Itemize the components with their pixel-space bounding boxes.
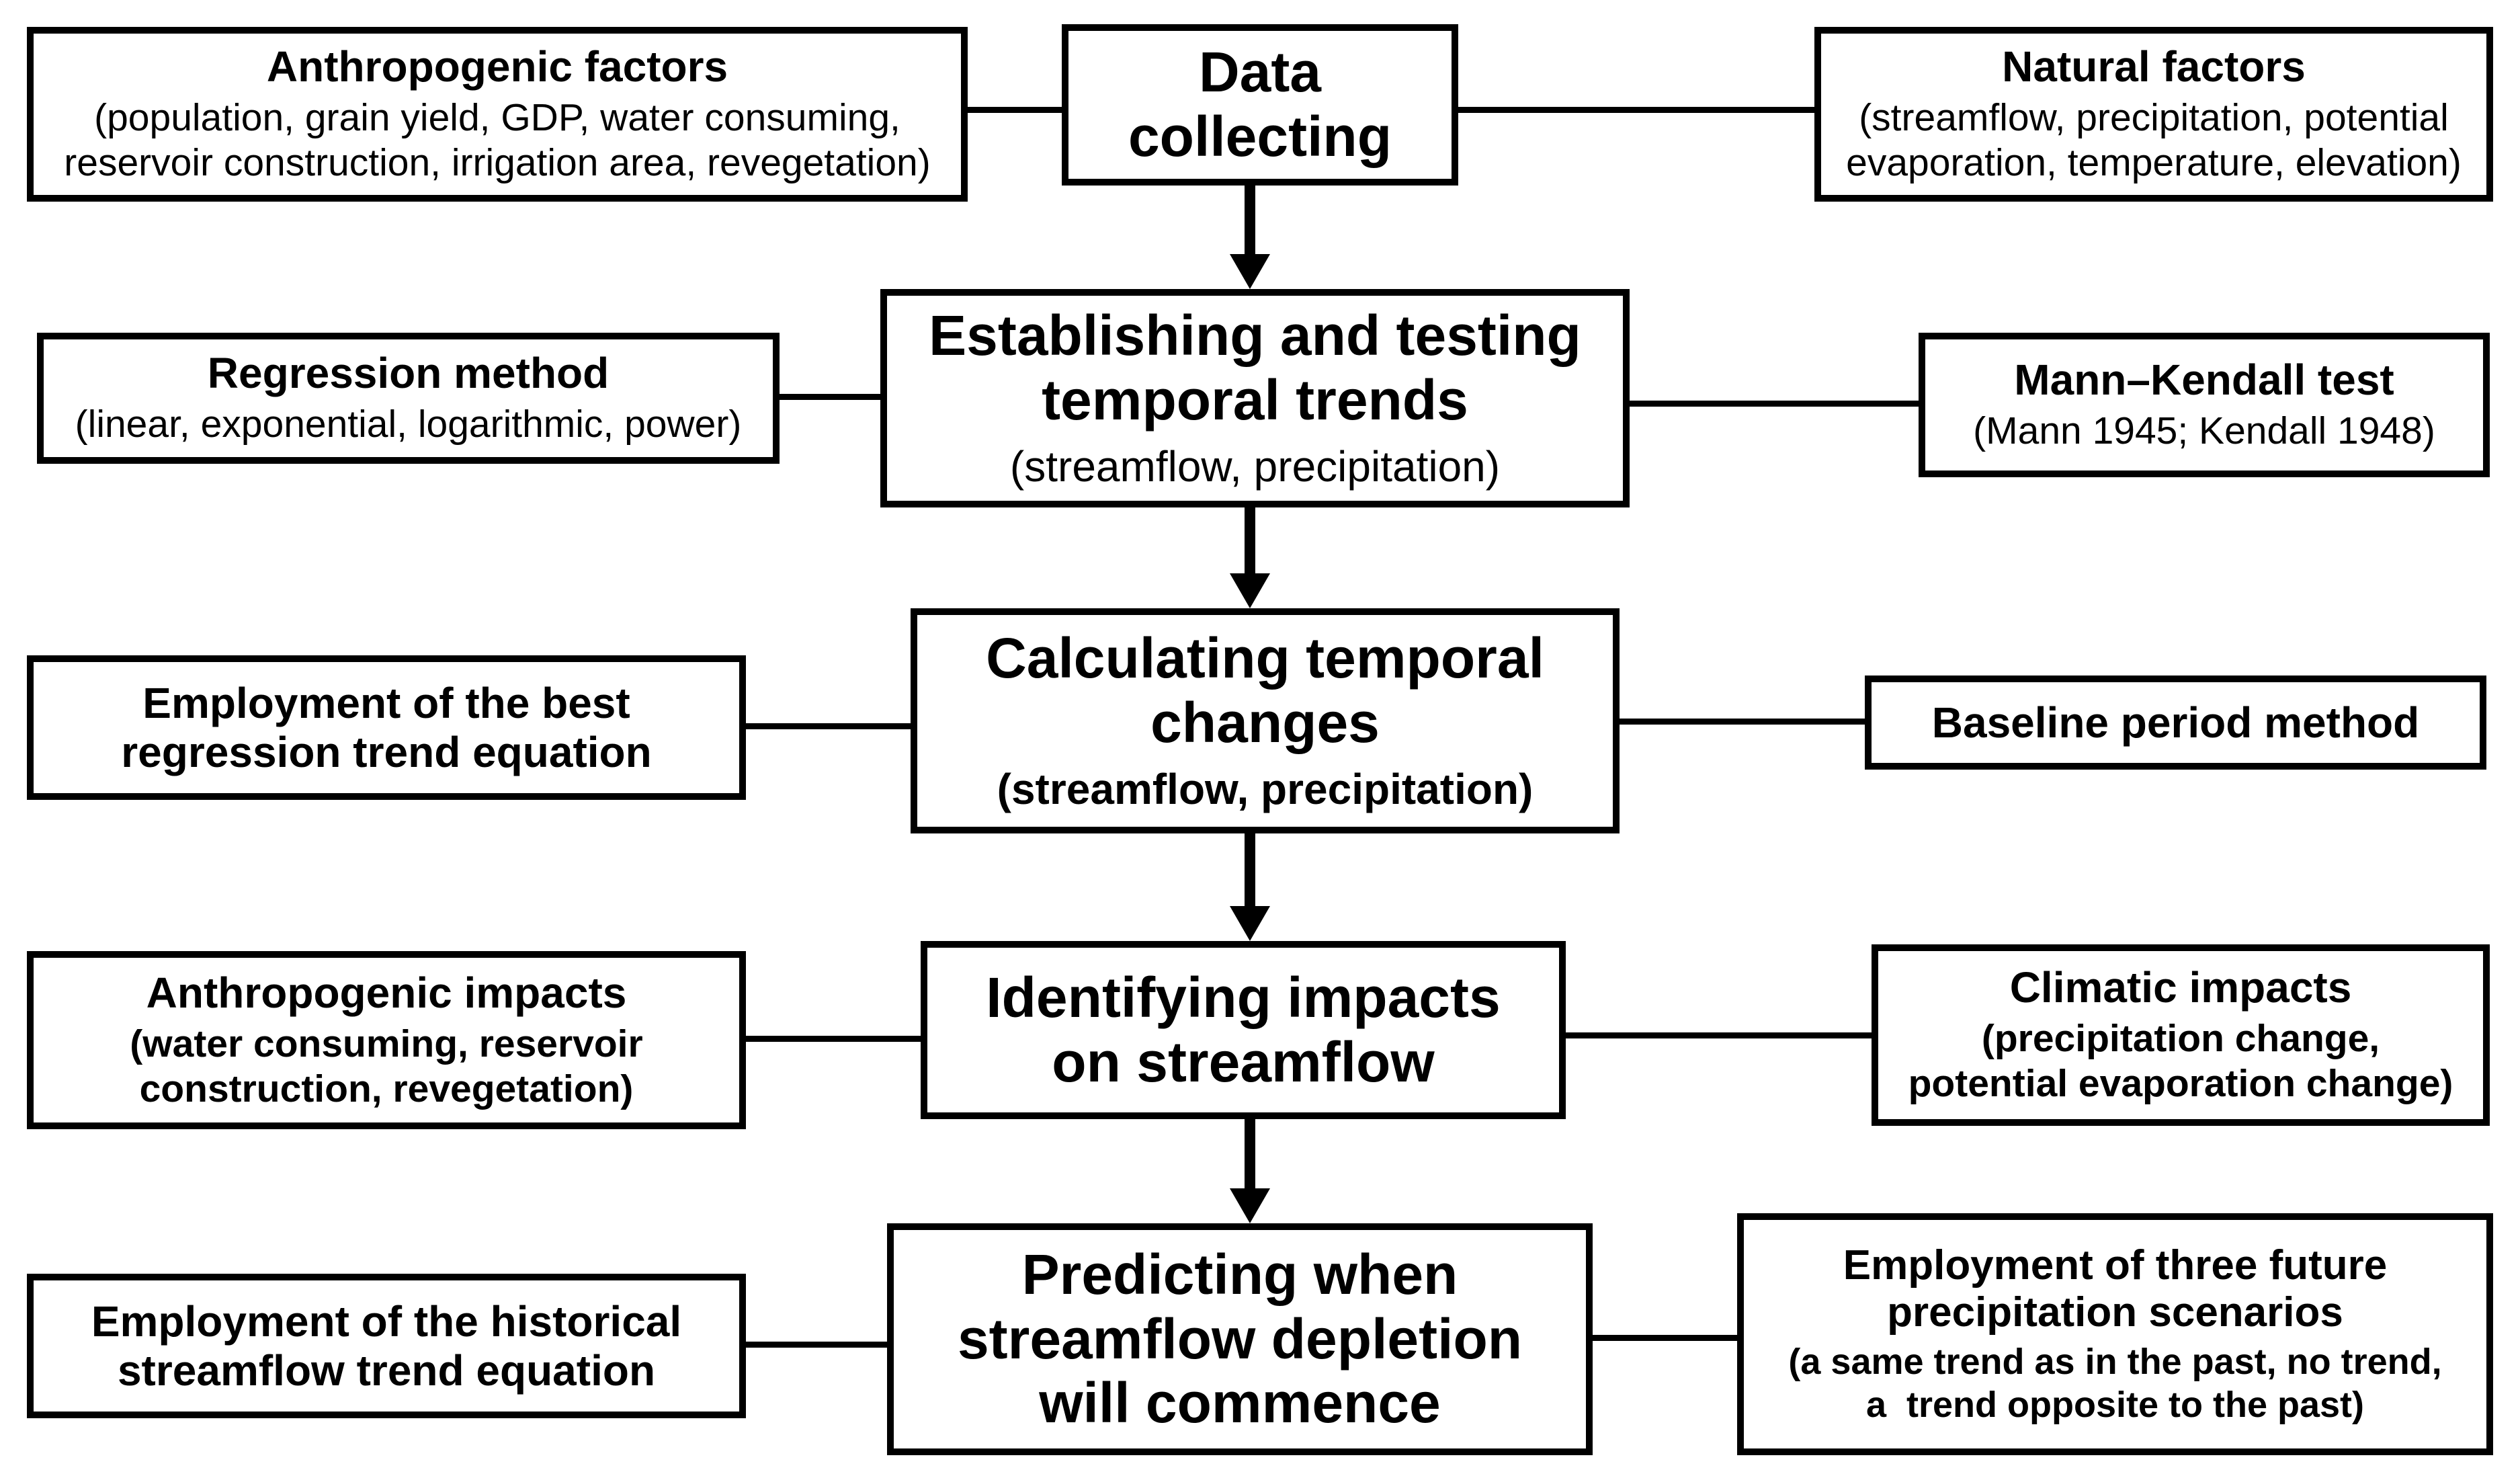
connector-row2-right — [1630, 401, 1919, 407]
box-identifying-impacts: Identifying impacts on streamflow — [921, 941, 1566, 1119]
down-arrow-icon — [1230, 507, 1270, 608]
box-anthropogenic-factors: Anthropogenic factors (population, grain… — [27, 27, 968, 202]
box-best-regression-equation: Employment of the best regression trend … — [27, 655, 746, 800]
box-calculating-temporal-changes: Calculating temporal changes (streamflow… — [911, 608, 1620, 833]
connector-row1-right — [1458, 107, 1814, 113]
box-title: Anthropogenic impacts — [146, 968, 627, 1017]
box-establishing-testing-trends: Establishing and testing temporal trends… — [880, 289, 1630, 507]
box-climatic-impacts: Climatic impacts (precipitation change, … — [1872, 944, 2490, 1126]
box-title: Climatic impacts — [2009, 963, 2352, 1012]
box-future-precipitation-scenarios: Employment of three future precipitation… — [1737, 1213, 2493, 1455]
connector-row4-right — [1566, 1032, 1872, 1038]
box-mann-kendall-test: Mann–Kendall test (Mann 1945; Kendall 19… — [1919, 333, 2490, 477]
box-regression-method: Regression method (linear, exponential, … — [37, 333, 780, 464]
box-title: Natural factors — [2002, 42, 2306, 91]
box-title: Identifying impacts on streamflow — [986, 965, 1501, 1094]
connector-row4-left — [746, 1036, 921, 1042]
box-title: Employment of three future precipitation… — [1843, 1241, 2388, 1336]
box-subtitle: (water consuming, reservoir construction… — [130, 1022, 643, 1110]
connector-row1-left — [968, 107, 1062, 113]
box-subtitle: (precipitation change, potential evapora… — [1908, 1017, 2453, 1106]
down-arrow-icon — [1230, 833, 1270, 941]
box-title: Baseline period method — [1931, 698, 2420, 747]
box-subtitle: (streamflow, precipitation) — [997, 765, 1534, 814]
box-subtitle: (streamflow, precipitation, potential ev… — [1846, 96, 2462, 185]
box-title: Calculating temporal changes — [986, 626, 1544, 754]
box-historical-streamflow-equation: Employment of the historical streamflow … — [27, 1274, 746, 1418]
box-subtitle: (linear, exponential, logarithmic, power… — [75, 403, 742, 446]
box-subtitle: (Mann 1945; Kendall 1948) — [1973, 409, 2435, 453]
box-title: Employment of the best regression trend … — [121, 678, 652, 776]
box-subtitle: (streamflow, precipitation) — [1009, 442, 1501, 491]
box-title: Mann–Kendall test — [2014, 356, 2394, 405]
down-arrow-icon — [1230, 1119, 1270, 1223]
connector-row3-right — [1620, 719, 1865, 725]
box-data-collecting: Data collecting — [1062, 24, 1458, 186]
box-baseline-period-method: Baseline period method — [1865, 676, 2486, 770]
connector-row3-left — [746, 723, 911, 729]
box-title: Predicting when streamflow depletion wil… — [957, 1242, 1523, 1435]
connector-row5-left — [746, 1342, 887, 1348]
box-subtitle: (a same trend as in the past, no trend, … — [1788, 1341, 2442, 1425]
box-natural-factors: Natural factors (streamflow, precipitati… — [1814, 27, 2493, 202]
box-title: Employment of the historical streamflow … — [91, 1297, 682, 1395]
box-subtitle: (population, grain yield, GDP, water con… — [64, 96, 931, 185]
down-arrow-icon — [1230, 186, 1270, 289]
box-title: Anthropogenic factors — [266, 42, 728, 91]
box-title: Data collecting — [1128, 40, 1392, 168]
connector-row2-left — [780, 394, 880, 400]
box-predicting-depletion: Predicting when streamflow depletion wil… — [887, 1223, 1593, 1455]
box-title: Regression method — [207, 349, 610, 398]
box-title: Establishing and testing temporal trends — [929, 303, 1581, 432]
connector-row5-right — [1593, 1335, 1737, 1341]
box-anthropogenic-impacts: Anthropogenic impacts (water consuming, … — [27, 951, 746, 1129]
